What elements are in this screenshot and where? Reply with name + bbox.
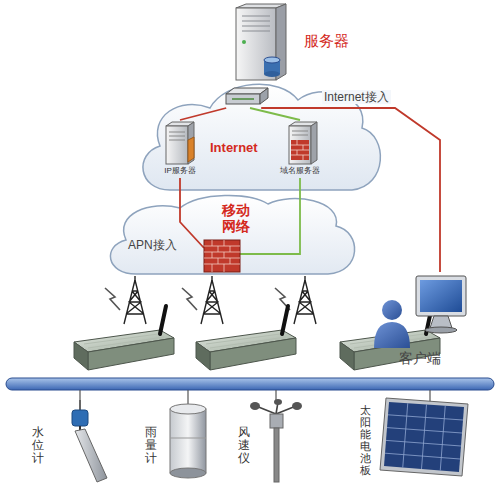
solar-panel-icon (356, 392, 474, 486)
server-icon-part (292, 131, 308, 135)
mobile-cloud: 移动网络 (100, 192, 362, 276)
water-gauge-icon-part (79, 426, 81, 431)
server-icon-part (236, 8, 276, 80)
dtu-device (340, 306, 440, 370)
signal-bolt (275, 288, 290, 310)
server-caption: IP服务器 (164, 166, 196, 176)
sensor-node: 水位计 (28, 400, 108, 486)
bus-drop (80, 390, 430, 400)
anemometer-icon-part (256, 402, 296, 414)
server-icon-part (311, 122, 317, 164)
cloud-outline-part (204, 240, 240, 272)
internet-cloud: InternetIP服务器 域名服务器 (130, 66, 388, 200)
client-node: 客户端 (370, 272, 470, 372)
client-icon-part (382, 300, 402, 320)
red-link (179, 178, 181, 192)
server-icon-part (289, 126, 311, 164)
sensor-label: 风速仪 (238, 426, 250, 466)
anemometer-icon-part (274, 428, 279, 482)
server-icon-part (260, 88, 268, 104)
server-icon-part (232, 98, 254, 100)
anemometer-icon-part (274, 399, 282, 405)
server-icon-part (169, 132, 185, 140)
solar-panel-icon-part (429, 392, 430, 403)
server-icon-part (291, 140, 309, 160)
anemometer-icon-part (270, 414, 283, 428)
server-icon-part (289, 122, 317, 126)
ip-server: IP服务器 (158, 120, 202, 178)
solar-panel-icon-part (384, 402, 464, 472)
green-link (299, 178, 301, 192)
edge-label: Internet接入 (322, 90, 391, 104)
edge-label-holder: Internet接入 (322, 90, 391, 104)
sensor-label: 水位计 (32, 426, 44, 466)
rain-gauge-icon-part (170, 438, 206, 439)
client-icon-part (416, 276, 466, 316)
server-icon-part (166, 126, 188, 164)
rain-gauge-icon-part (170, 409, 206, 473)
label-holder: APN接入 (128, 238, 177, 252)
client-icon-part (420, 280, 462, 312)
rain-gauge-icon-part (170, 404, 206, 414)
cloud-outline-part (180, 192, 204, 248)
anemometer-icon-part (250, 402, 260, 410)
solar-panel-icon-part (385, 403, 463, 470)
server-icon-part (188, 137, 194, 162)
server-icon-part (226, 94, 260, 104)
dns-server: 域名服务器 (272, 120, 328, 178)
cloud-title: Internet (210, 140, 258, 156)
client-label: 客户端 (399, 350, 441, 367)
signal-bolt (182, 288, 197, 310)
server-icon-part (291, 140, 309, 160)
rain-gauge-icon-part (187, 398, 188, 404)
water-gauge-icon-part (79, 400, 81, 410)
green-link (250, 108, 300, 120)
server-icon-part (236, 4, 286, 8)
server-label: 服务器 (304, 32, 349, 50)
cloud-title: 移动网络 (222, 202, 253, 234)
dtu-device (196, 306, 296, 370)
radio-tower (124, 276, 146, 324)
sensor-node: 太阳能电池板 (356, 392, 474, 486)
water-gauge-icon-part (72, 410, 88, 426)
sensor-node: 风速仪 (236, 396, 308, 486)
server-icon-part (264, 57, 280, 63)
sensor-node: 雨量计 (142, 398, 212, 486)
access-label: APN接入 (128, 238, 177, 252)
cloud-outline-part (204, 240, 240, 272)
server-icon-part (264, 71, 280, 77)
field-bus (6, 378, 494, 390)
rain-gauge-icon-part (170, 468, 206, 478)
server-icon-part (166, 122, 194, 126)
anemometer-icon-part (275, 396, 276, 402)
server-icon-part (276, 4, 286, 80)
server-icon-part (242, 16, 270, 31)
server-icon-part (242, 40, 246, 44)
water-gauge-icon-part (75, 429, 107, 482)
radio-tower (294, 276, 316, 324)
red-link (261, 108, 440, 272)
cloud-outline-part (110, 195, 354, 274)
solar-panel-icon-part (380, 398, 468, 476)
client-icon-part (425, 327, 457, 333)
anemometer-icon-part (292, 402, 302, 410)
server-caption: 域名服务器 (280, 166, 320, 176)
client-icon-part (374, 322, 410, 348)
server-icon-part (264, 60, 280, 74)
client-icon-part (430, 316, 452, 328)
sensor-label: 太阳能电池板 (360, 404, 371, 477)
signal-bolt (105, 288, 120, 310)
radio-tower (201, 276, 223, 324)
server-icon-part (188, 122, 194, 164)
dtu-device (74, 306, 174, 370)
red-link (180, 108, 226, 120)
sensor-label: 雨量计 (145, 426, 157, 466)
cloud-outline (130, 66, 388, 200)
server-icon-part (226, 88, 268, 94)
